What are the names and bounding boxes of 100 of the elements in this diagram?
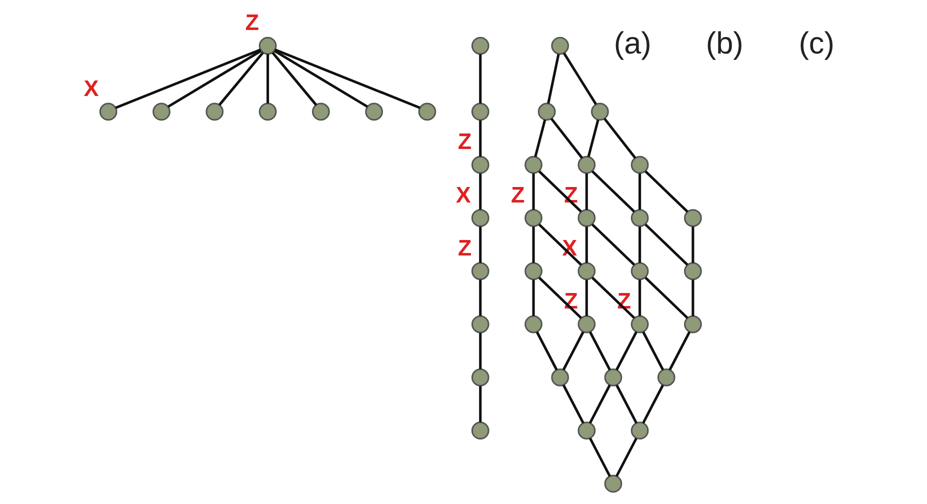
- node-circle: [684, 208, 702, 226]
- connector: [538, 170, 582, 212]
- connector: [478, 226, 482, 262]
- node-circle: [524, 208, 542, 226]
- connector: [642, 384, 664, 424]
- connector: [535, 330, 558, 370]
- node-circle: [470, 262, 489, 280]
- node-circle: [550, 36, 569, 54]
- node-label: Z: [244, 10, 259, 35]
- connector: [562, 52, 597, 105]
- connector: [532, 226, 534, 262]
- connector: [584, 172, 588, 210]
- node-circle: [577, 421, 596, 440]
- node-label: Z: [457, 234, 472, 260]
- connector: [691, 279, 694, 316]
- connector: [691, 226, 694, 262]
- node-circle: [470, 208, 489, 226]
- connector: [590, 223, 635, 266]
- connector: [266, 54, 269, 103]
- node-circle: [470, 314, 489, 333]
- connector: [638, 279, 641, 316]
- connector: [644, 223, 688, 266]
- node-circle: [604, 474, 622, 492]
- node-circle: [577, 314, 596, 333]
- connector: [478, 386, 482, 422]
- node-circle: [364, 102, 382, 120]
- connector: [638, 172, 641, 210]
- connector: [114, 48, 260, 108]
- node-circle: [524, 314, 542, 333]
- node-circle: [470, 368, 489, 386]
- node-circle: [630, 262, 648, 280]
- node-circle: [537, 102, 556, 120]
- connector: [588, 384, 610, 424]
- connector: [538, 223, 582, 266]
- node-circle: [205, 102, 224, 120]
- connector: [615, 384, 638, 424]
- node-circle: [577, 155, 596, 174]
- connector: [584, 226, 588, 262]
- connector: [478, 120, 482, 156]
- label: (a): [613, 26, 651, 60]
- node-circle: [418, 102, 436, 120]
- connector: [166, 49, 262, 108]
- connector: [638, 226, 641, 262]
- label: (c): [798, 26, 834, 60]
- node-circle: [684, 262, 702, 280]
- connector: [562, 384, 584, 424]
- connector: [588, 437, 610, 476]
- connector: [218, 51, 264, 106]
- node-circle: [590, 102, 608, 120]
- node-circle: [470, 36, 489, 54]
- node-circle: [258, 36, 276, 54]
- connector: [534, 119, 546, 157]
- node-circle: [630, 421, 648, 440]
- connector: [644, 170, 688, 212]
- connector: [668, 330, 690, 370]
- connector: [478, 332, 482, 369]
- node-circle: [630, 314, 648, 333]
- connector: [550, 117, 583, 158]
- connector: [603, 117, 636, 158]
- connector: [590, 170, 635, 212]
- connector: [274, 48, 420, 108]
- label: (b): [705, 26, 743, 60]
- node-circle: [258, 102, 276, 120]
- connector: [478, 279, 482, 316]
- connector: [584, 279, 588, 316]
- node-circle: [604, 368, 622, 386]
- node-circle: [550, 368, 569, 386]
- connector: [478, 54, 482, 103]
- connector: [538, 276, 582, 318]
- node-circle: [470, 102, 489, 120]
- connector: [614, 437, 637, 476]
- node-circle: [470, 155, 489, 174]
- connector: [273, 49, 368, 108]
- node-label: X: [83, 75, 98, 100]
- node-circle: [98, 102, 117, 120]
- connector: [562, 330, 584, 370]
- connector: [642, 330, 664, 370]
- node-circle: [577, 262, 596, 280]
- node-circle: [152, 102, 170, 120]
- connector: [586, 119, 599, 157]
- connector: [546, 53, 560, 104]
- node-circle: [311, 102, 330, 120]
- connector: [590, 276, 635, 318]
- node-circle: [577, 208, 596, 226]
- node-circle: [684, 314, 702, 333]
- connector: [644, 276, 688, 318]
- connector: [588, 330, 610, 370]
- connector: [532, 279, 534, 316]
- node-label: X: [455, 182, 470, 207]
- connector: [532, 172, 534, 210]
- node-label: Z: [510, 182, 524, 207]
- node-circle: [524, 262, 542, 280]
- node-circle: [656, 368, 675, 386]
- node-circle: [524, 155, 542, 174]
- node-circle: [630, 208, 648, 226]
- node-label: Z: [457, 128, 472, 154]
- connector: [271, 51, 317, 106]
- node-circle: [630, 155, 648, 174]
- connector: [614, 330, 637, 370]
- node-circle: [470, 421, 489, 440]
